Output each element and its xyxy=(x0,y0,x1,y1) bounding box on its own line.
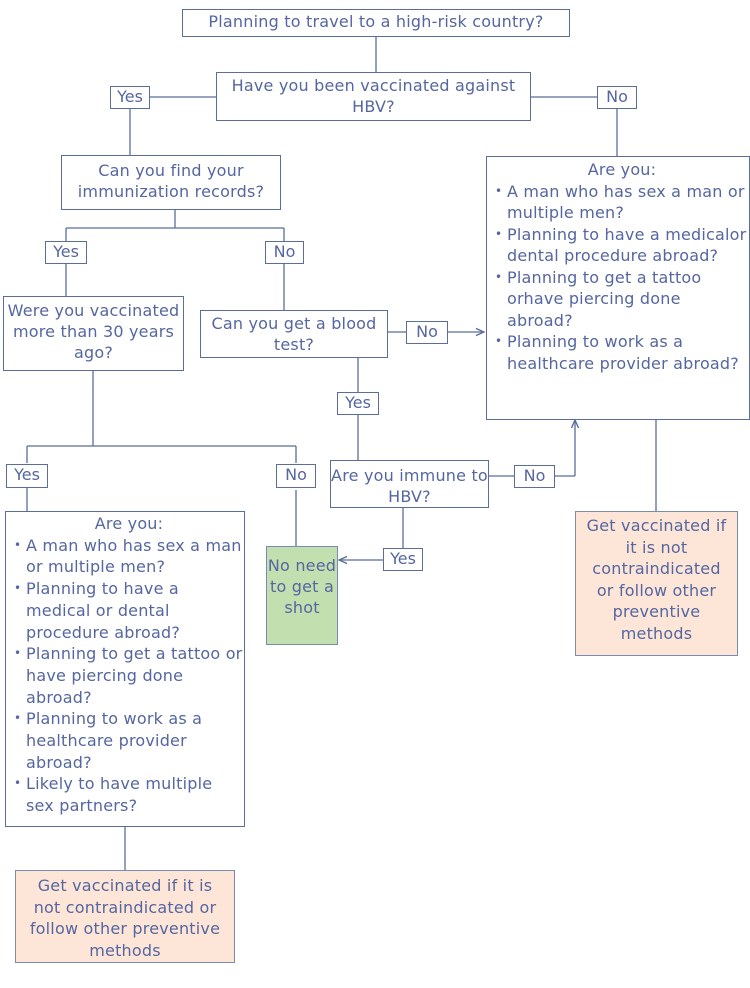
question-travel-high-risk: Planning to travel to a high-risk countr… xyxy=(182,9,570,37)
question-vaccinated-30-years: Were you vaccinated more than 30 years a… xyxy=(3,296,184,371)
label-yes-records: Yes xyxy=(45,241,87,264)
label-yes-30years: Yes xyxy=(6,464,48,488)
risk-right-heading: Are you: xyxy=(587,160,657,179)
risk-left-heading: Are you: xyxy=(94,514,164,533)
label-yes-immune: Yes xyxy=(383,548,423,571)
question-immune-hbv: Are you immune to HBV? xyxy=(330,460,489,508)
label-yes-blood-test: Yes xyxy=(337,392,379,415)
question-immunization-records: Can you find your immunization records? xyxy=(61,155,281,210)
question-blood-test: Can you get a blood test? xyxy=(200,310,388,358)
label-no-immune: No xyxy=(514,465,555,488)
outcome-no-shot: No need to get a shot xyxy=(266,546,338,645)
label-no-30years: No xyxy=(276,464,316,488)
label-no-blood-test: No xyxy=(406,321,448,344)
risk-factors-left: Are you: A man who has sex a man or mult… xyxy=(5,511,245,827)
label-no-vaccinated: No xyxy=(597,86,637,109)
outcome-vaccinate-left: Get vaccinated if it is not contraindica… xyxy=(15,870,235,963)
label-no-records: No xyxy=(265,241,304,264)
risk-right-item: Planning to have a medicalor dental proc… xyxy=(495,224,749,267)
risk-factors-right: Are you: A man who has sex a man or mult… xyxy=(486,156,750,420)
outcome-vaccinate-right: Get vaccinated if it is not contraindica… xyxy=(575,511,738,656)
risk-left-item: Planning to have a medical or dental pro… xyxy=(14,578,244,643)
label-yes-vaccinated: Yes xyxy=(110,86,150,109)
risk-left-item: Planning to get a tattoo or have piercin… xyxy=(14,643,244,708)
risk-left-item: A man who has sex a man or multiple men? xyxy=(14,535,244,578)
risk-right-item: Planning to work as a healthcare provide… xyxy=(495,331,749,374)
risk-right-item: A man who has sex a man or multiple men? xyxy=(495,181,749,224)
risk-right-item: Planning to get a tattoo orhave piercing… xyxy=(495,267,749,332)
risk-left-item: Planning to work as a healthcare provide… xyxy=(14,708,244,773)
risk-left-item: Likely to have multiple sex partners? xyxy=(14,773,244,816)
question-vaccinated-hbv: Have you been vaccinated against HBV? xyxy=(216,72,531,121)
